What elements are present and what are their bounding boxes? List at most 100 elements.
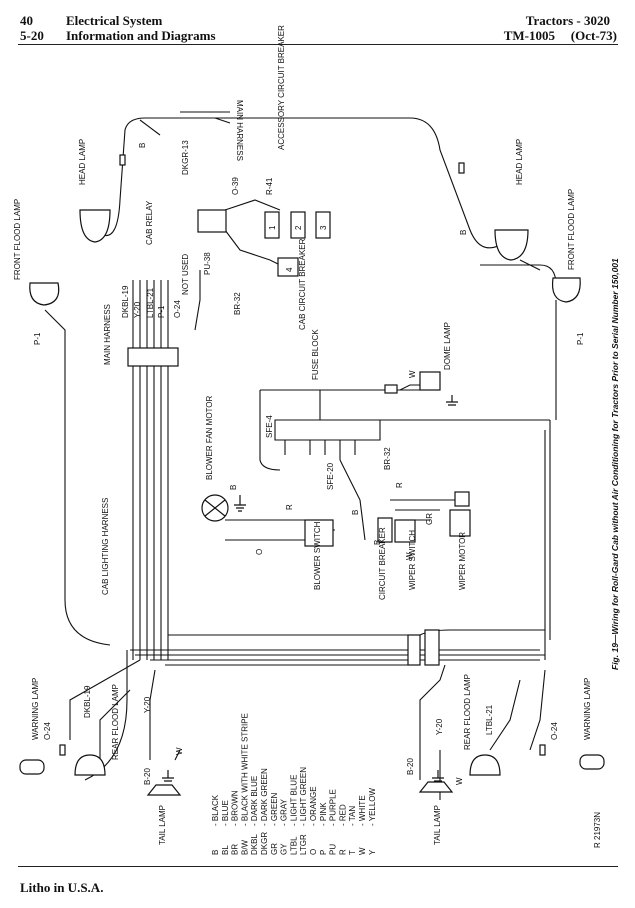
- wire-dkbl19-left: DKBL-19: [83, 685, 92, 718]
- wire-b-fuse: B: [351, 510, 360, 515]
- legend-code: LTBL: [289, 836, 298, 855]
- front-flood-left-icon: [29, 282, 60, 306]
- label-rear-flood-left: REAR FLOOD LAMP: [111, 684, 120, 760]
- legend-name: - LIGHT BLUE: [289, 775, 298, 826]
- figure-code: R 21973N: [593, 812, 602, 848]
- wire-b-wiper: B: [373, 540, 382, 545]
- legend-name: - LIGHT GREEN: [299, 767, 308, 826]
- wire-labels: B DKGR-13 R-41 O-39 PU-38 BR-32 BR-32 P-…: [33, 140, 585, 785]
- wire-sfe4: SFE-4: [265, 415, 274, 438]
- label-tail-lamp-left: TAIL LAMP: [158, 805, 167, 845]
- wire-br32b: BR-32: [383, 447, 392, 470]
- legend-code: B: [211, 850, 220, 855]
- rear-flood-right-icon: [469, 754, 501, 776]
- wire-r-wiper: R: [395, 482, 404, 488]
- manual-date: (Oct-73): [570, 28, 617, 43]
- label-cab-cb: CAB CIRCUIT BREAKER: [298, 238, 307, 330]
- page-title: Electrical System: [66, 13, 163, 28]
- wiper-switch-icon: [394, 519, 416, 543]
- wiper-motor-icon: [449, 509, 471, 537]
- product-name: Tractors - 3020: [525, 13, 610, 28]
- wire-b-top: B: [138, 143, 147, 148]
- label-fuse-block: FUSE BLOCK: [311, 329, 320, 380]
- wire-y20-right: Y-20: [435, 718, 444, 735]
- legend-name: - BLACK WITH WHITE STRIPE: [240, 713, 249, 826]
- footer-rule: [18, 866, 618, 867]
- terminal-2-icon: [290, 211, 306, 239]
- wire-p1-top: P-1: [157, 305, 166, 318]
- terminal-1-icon: [264, 211, 280, 239]
- wire-gr-wiper: GR: [425, 513, 434, 525]
- label-warning-lamp-left: WARNING LAMP: [31, 678, 40, 740]
- legend-name: - DARK BLUE: [250, 776, 259, 826]
- rear-flood-left-icon: [74, 754, 106, 776]
- legend-name: - GRAY: [280, 798, 289, 826]
- section-number: 5-20: [20, 28, 44, 43]
- terminal-2-label: 2: [294, 225, 303, 230]
- label-front-flood-left: FRONT FLOOD LAMP: [13, 199, 22, 280]
- label-head-lamp-right: HEAD LAMP: [515, 139, 524, 185]
- legend-code: GR: [270, 843, 279, 855]
- wire-y20-left: Y-20: [143, 696, 152, 713]
- legend-name: - BROWN: [231, 790, 240, 826]
- terminal-4-label: 4: [285, 267, 294, 272]
- wire-w-right: W: [455, 777, 464, 785]
- wire-o24-top: O-24: [173, 300, 182, 318]
- label-accessory-cb: ACCESSORY CIRCUIT BREAKER: [277, 25, 286, 150]
- legend-code: Y: [368, 849, 377, 855]
- wire-b20-left: B-20: [143, 768, 152, 785]
- label-blower-fan-motor: BLOWER FAN MOTOR: [205, 395, 214, 480]
- dome-lamp-icon: [419, 371, 441, 391]
- wire-y20-top: Y-20: [133, 301, 142, 318]
- legend-code: PU: [329, 844, 338, 855]
- footer-text: Litho in U.S.A.: [20, 880, 104, 895]
- main-harness-clamp-icon: [127, 347, 179, 367]
- wire-o39: O-39: [231, 177, 240, 195]
- legend-code: P: [319, 850, 328, 855]
- blower-switch-icon: [304, 519, 334, 547]
- header-rule: [18, 44, 618, 45]
- wire-b20-right: B-20: [406, 758, 415, 775]
- legend-code: B/W: [240, 839, 249, 855]
- tail-lamp-left-icon: [146, 784, 182, 796]
- label-wiper-switch: WIPER SWITCH: [408, 530, 417, 590]
- label-tail-lamp-right: TAIL LAMP: [433, 805, 442, 845]
- head-lamp-left-icon: [79, 209, 111, 243]
- legend-code: R: [338, 849, 347, 855]
- legend-code: BL: [221, 845, 230, 855]
- label-warning-lamp-right: WARNING LAMP: [583, 678, 592, 740]
- front-flood-right-icon: [551, 277, 581, 303]
- label-main-harness-left: MAIN HARNESS: [103, 304, 112, 365]
- terminal-3-icon: [315, 211, 331, 239]
- label-rear-flood-right: REAR FLOOD LAMP: [463, 674, 472, 750]
- legend-name: - PINK: [319, 802, 328, 826]
- wire-o-blower: O: [255, 549, 264, 555]
- legend-code: W: [358, 847, 367, 855]
- wire-b-blower: B: [229, 485, 238, 490]
- wire-r-blower: R: [285, 504, 294, 510]
- legend-name: - DARK GREEN: [260, 768, 269, 826]
- legend-code: T: [348, 850, 357, 855]
- cab-relay-icon: [197, 209, 227, 233]
- wire-pu38: PU-38: [203, 252, 212, 275]
- wire-ltbl21-top: LTBL-21: [146, 287, 155, 318]
- legend-code: BR: [231, 844, 240, 855]
- warning-lamp-left-icon: [19, 759, 45, 775]
- label-main-harness-top: MAIN HARNESS: [235, 100, 244, 161]
- wire-ltbl21-right: LTBL-21: [485, 704, 494, 735]
- manual-number: TM-1005: [503, 28, 555, 43]
- legend-name: - PURPLE: [329, 789, 338, 826]
- wire-w-dome: W: [408, 370, 417, 378]
- label-cab-lighting-harness: CAB LIGHTING HARNESS: [101, 498, 110, 595]
- terminal-1-label: 1: [268, 225, 277, 230]
- legend-name: - RED: [338, 804, 347, 826]
- wire-dkgr13: DKGR-13: [181, 140, 190, 175]
- circuit-breaker-icon: [377, 517, 393, 543]
- label-front-flood-right: FRONT FLOOD LAMP: [567, 189, 576, 270]
- legend-name: - GREEN: [270, 792, 279, 826]
- legend-name: - YELLOW: [368, 787, 377, 826]
- head-lamp-right-icon: [494, 229, 529, 261]
- wire-o24-left: O-24: [43, 722, 52, 740]
